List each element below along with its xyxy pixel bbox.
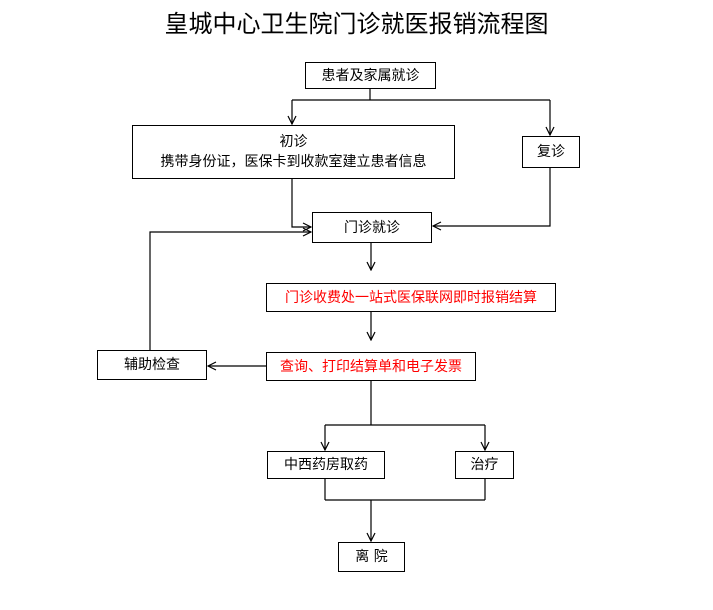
arrow-return-to-outpatient: [433, 167, 551, 226]
node-label: 查询、打印结算单和电子发票: [280, 358, 462, 375]
node-treatment: 治疗: [455, 451, 514, 479]
arrow-first-to-outpatient: [291, 178, 311, 227]
node-return-visit: 复诊: [522, 136, 580, 168]
node-discharge: 离 院: [338, 542, 405, 572]
node-pharmacy: 中西药房取药: [267, 451, 385, 479]
node-start: 患者及家属就诊: [305, 62, 436, 89]
node-outpatient: 门诊就诊: [312, 212, 432, 243]
node-label: 治疗: [470, 457, 499, 473]
node-print: 查询、打印结算单和电子发票: [266, 352, 476, 381]
node-settlement: 门诊收费处一站式医保联网即时报销结算: [266, 283, 556, 312]
arrow-aux-to-outpatient: [149, 232, 311, 350]
node-label: 中西药房取药: [284, 457, 368, 473]
node-label: 门诊收费处一站式医保联网即时报销结算: [285, 289, 537, 306]
node-label: 门诊就诊: [344, 219, 400, 236]
node-label: 离 院: [355, 549, 388, 565]
connector-start-split: [292, 88, 550, 101]
connector-print-split: [325, 380, 485, 426]
connector-merge: [324, 478, 486, 501]
node-label: 初诊: [279, 134, 308, 150]
node-label: 复诊: [537, 144, 565, 160]
node-label: 患者及家属就诊: [321, 67, 420, 84]
page-title: 皇城中心卫生院门诊就医报销流程图: [164, 10, 549, 38]
node-description: 携带身份证，医保卡到收款室建立患者信息: [160, 154, 427, 170]
node-first-visit: 初诊 携带身份证，医保卡到收款室建立患者信息: [132, 125, 455, 179]
node-label: 辅助检查: [124, 357, 180, 373]
node-aux-exam: 辅助检查: [97, 350, 207, 380]
